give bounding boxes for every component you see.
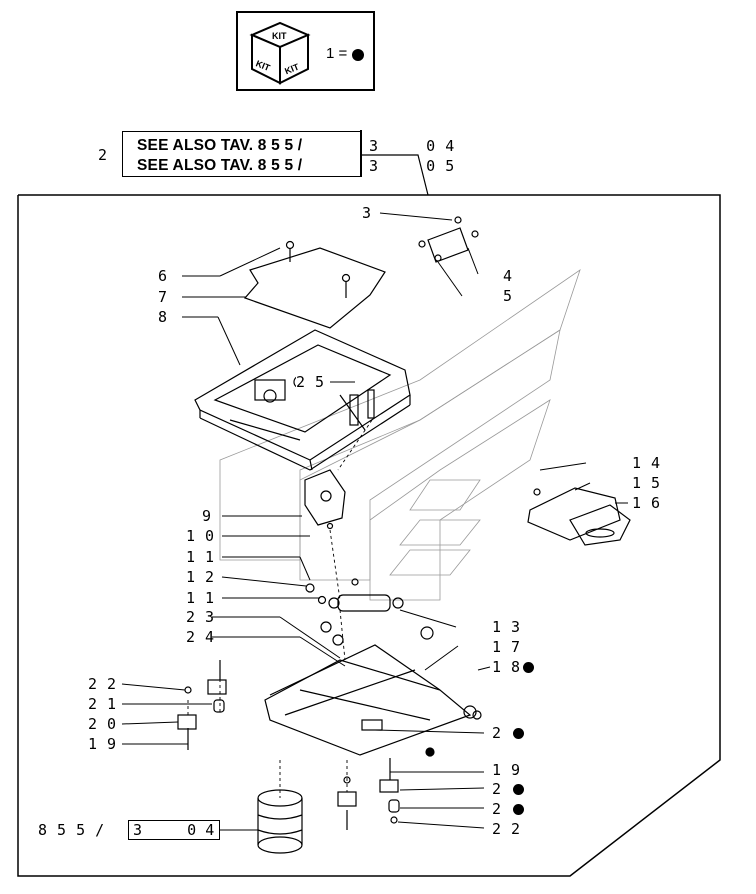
callout-21a: 2 1: [88, 695, 117, 713]
callout-2x: 2: [492, 724, 525, 742]
see-also-suffix-1: 3 0 4: [369, 137, 455, 155]
callout-24: 2 4: [186, 628, 215, 646]
kit-dot-icon: [522, 662, 534, 673]
block-part-20b: [379, 779, 399, 793]
kit-dot-icon: [513, 728, 525, 739]
callout-16: 1 6: [632, 494, 661, 512]
washer-part-11: [305, 583, 315, 593]
callout-23: 2 3: [186, 608, 215, 626]
handle-part-16: [569, 504, 631, 546]
callout-25: 2 5: [296, 373, 325, 391]
cushion-part-15: [527, 487, 621, 541]
kit-dot-icon: [513, 784, 525, 795]
callout-14: 1 4: [632, 454, 661, 472]
callout-19a: 1 9: [88, 735, 117, 753]
leader-lines: [121, 212, 628, 831]
reference-prefix: 8 5 5 /: [38, 821, 105, 839]
callout-22a: 2 2: [88, 675, 117, 693]
callout-10: 1 0: [186, 527, 215, 545]
kit-equation: 1 =: [326, 45, 348, 62]
kit-dot-icon: [513, 804, 525, 815]
seat-plate: [243, 247, 386, 329]
damper-part-13: [337, 594, 391, 612]
callout-15: 1 5: [632, 474, 661, 492]
callout-5: 5: [503, 287, 513, 305]
callout-12: 1 2: [186, 568, 215, 586]
callout-11b: 1 1: [186, 589, 215, 607]
scissor-base: [264, 659, 472, 756]
reference-box-text: 3 0 4: [133, 821, 215, 839]
see-also-leader: [362, 154, 429, 196]
callout-11a: 1 1: [186, 548, 215, 566]
watermark-logo: [219, 268, 581, 601]
see-also-box[interactable]: SEE ALSO TAV. 8 5 5 / SEE ALSO TAV. 8 5 …: [122, 130, 362, 177]
diagram-frame: [17, 194, 721, 877]
kit-legend: KIT KIT KIT 1 =: [236, 11, 375, 91]
see-also-line-2: SEE ALSO TAV. 8 5 5 /: [137, 157, 303, 174]
callout-21b: 2: [492, 800, 525, 818]
see-also-index: 2: [98, 146, 108, 164]
see-also-line-1: SEE ALSO TAV. 8 5 5 /: [137, 137, 303, 154]
callout-8: 8: [158, 308, 168, 326]
callout-9: 9: [202, 507, 212, 525]
see-also-suffix-2: 3 0 5: [369, 157, 455, 175]
callout-17: 1 7: [492, 638, 521, 656]
callout-4: 4: [503, 267, 513, 285]
callout-22b: 2 2: [492, 820, 521, 838]
callout-13: 1 3: [492, 618, 521, 636]
callout-20b: 2: [492, 780, 525, 798]
bracket-part-4: [427, 227, 469, 263]
callout-3: 3: [362, 204, 372, 222]
kit-cube-icon: KIT KIT KIT: [249, 21, 311, 85]
kit-top-label: KIT: [272, 31, 287, 41]
callout-19b: 1 9: [492, 761, 521, 779]
seat-frame: [194, 329, 411, 461]
callout-7: 7: [158, 288, 168, 306]
hinge-part-9: [304, 469, 346, 526]
callout-20a: 2 0: [88, 715, 117, 733]
block-part-20: [207, 679, 227, 695]
callout-6: 6: [158, 267, 168, 285]
callout-18: 1 8: [492, 658, 534, 676]
kit-dot-icon: [352, 49, 364, 61]
reference-box[interactable]: 3 0 4: [128, 820, 220, 840]
